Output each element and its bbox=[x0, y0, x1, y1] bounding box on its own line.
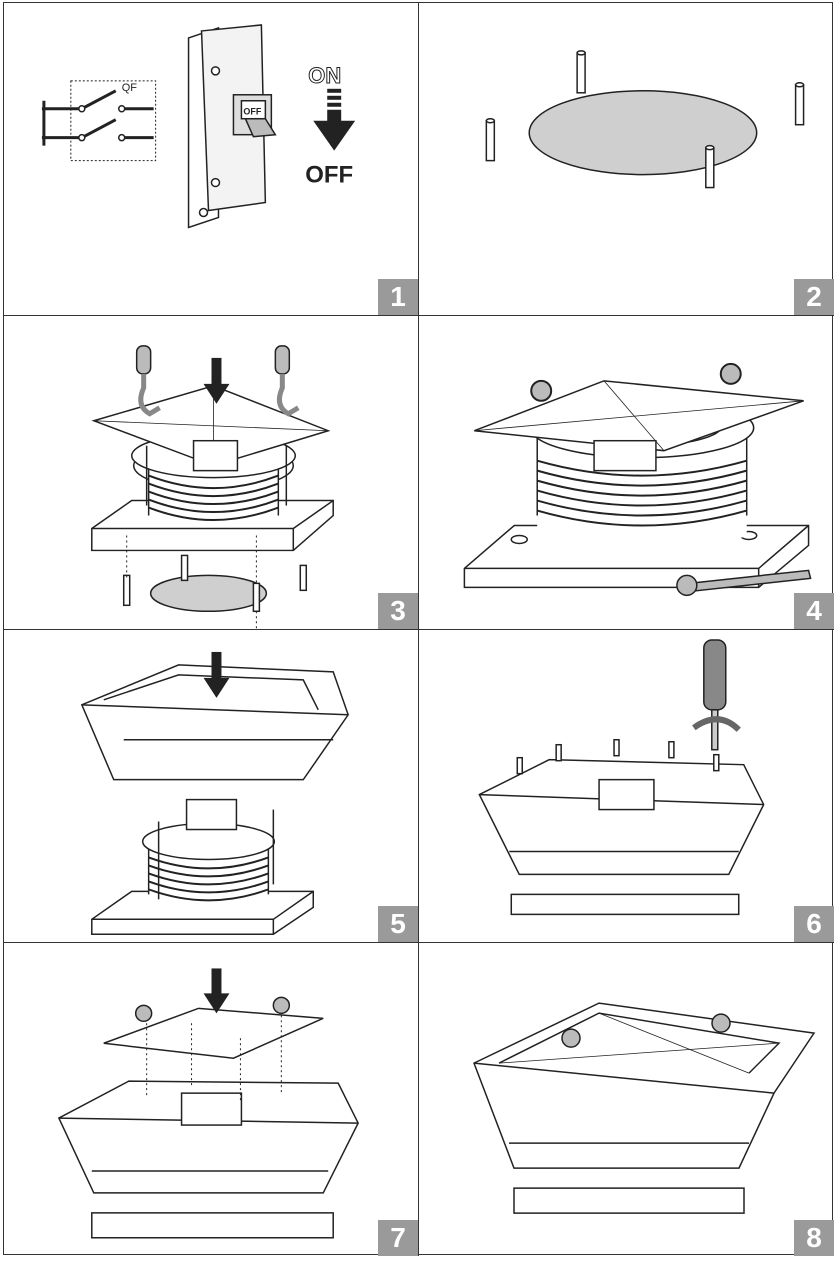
rotate-arrow-icon bbox=[692, 715, 741, 732]
assembled-fan-illustration bbox=[473, 1002, 816, 1214]
step-2-panel: 2 bbox=[419, 3, 834, 317]
step-8-panel: 8 bbox=[419, 943, 834, 1256]
step-badge: 8 bbox=[794, 1220, 834, 1256]
circuit-breaker bbox=[187, 24, 277, 229]
screw-housing-illustration bbox=[478, 638, 765, 915]
lifting-hook-right bbox=[274, 345, 300, 417]
down-arrow-icon bbox=[313, 88, 356, 151]
switch-schematic bbox=[41, 80, 157, 162]
step-badge: 2 bbox=[794, 279, 834, 316]
off-label: OFF bbox=[305, 162, 353, 189]
step-5-panel: 5 bbox=[4, 629, 419, 943]
on-label: ON bbox=[308, 63, 341, 88]
lifting-motor-unit-illustration bbox=[91, 345, 334, 629]
screwdriver-icon bbox=[703, 638, 727, 750]
down-arrow-icon bbox=[203, 651, 230, 698]
switch-label: QF bbox=[122, 82, 138, 94]
step-badge: 4 bbox=[794, 592, 834, 629]
installation-steps-grid: QF OFF ON OFF bbox=[3, 2, 834, 1256]
step-6-panel: 6 bbox=[419, 630, 834, 943]
roof-opening bbox=[528, 90, 758, 176]
step-badge: 3 bbox=[378, 592, 418, 629]
cover-placement-illustration bbox=[57, 968, 359, 1239]
down-arrow-icon bbox=[203, 968, 230, 1014]
step-7-panel: 7 bbox=[4, 942, 419, 1256]
mounting-studs bbox=[485, 50, 805, 189]
step-badge: 6 bbox=[794, 905, 834, 942]
step-badge: 5 bbox=[378, 905, 418, 942]
lifting-hook-left bbox=[135, 345, 161, 417]
screws bbox=[516, 738, 720, 774]
step-4-panel: 4 bbox=[419, 316, 834, 630]
down-arrow-icon bbox=[203, 358, 230, 405]
fasten-base-illustration bbox=[463, 363, 812, 597]
step-1-panel: QF OFF ON OFF bbox=[4, 3, 419, 317]
breaker-label: OFF bbox=[243, 107, 261, 117]
step-badge: 1 bbox=[378, 279, 418, 316]
housing-placement-illustration bbox=[80, 651, 350, 935]
power-off-illustration: QF OFF ON OFF bbox=[41, 24, 356, 229]
step-3-panel: 3 bbox=[4, 316, 419, 630]
step-badge: 7 bbox=[378, 1220, 418, 1256]
roof-opening-illustration bbox=[485, 50, 805, 189]
